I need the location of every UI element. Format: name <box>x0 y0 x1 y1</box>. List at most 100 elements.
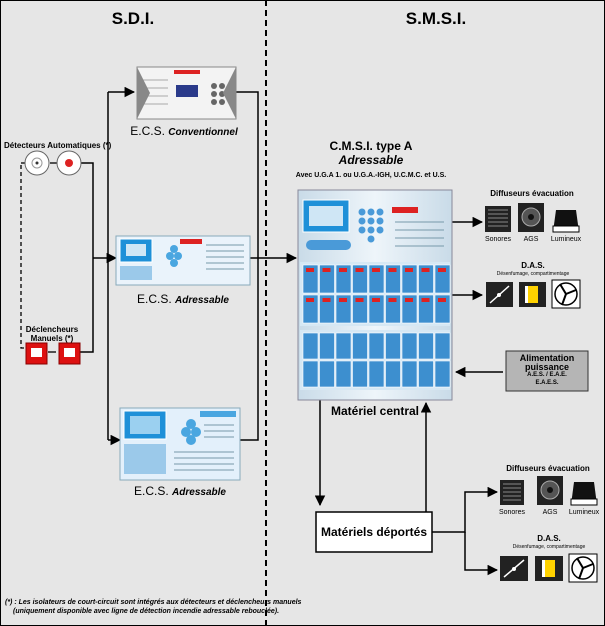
ecs-addressable-label-2: E.C.S. Adressable <box>134 484 226 498</box>
sdi-section-title: S.D.I. <box>111 9 155 28</box>
manual-call-point-1 <box>25 342 48 365</box>
light-flasher-icon <box>552 210 580 233</box>
cmsi-module <box>302 360 319 388</box>
cmsi-module <box>385 360 401 388</box>
cmsi-module <box>319 332 335 360</box>
manual-label-line2: Manuels (*) <box>30 334 74 343</box>
ags-icon <box>518 203 544 232</box>
diffuser-item-ags-2: AGS <box>542 509 558 516</box>
diffusers-title-2: Diffuseurs évacuation <box>506 464 590 473</box>
diffusers-title: Diffuseurs évacuation <box>490 189 574 198</box>
ecs-conv-prefix: E.C.S. <box>130 124 165 138</box>
das-door-icon <box>519 282 546 307</box>
cmsi-module <box>434 360 451 388</box>
das-fan-icon-2 <box>568 553 598 583</box>
diffuser-item-ags: AGS <box>523 236 539 243</box>
ecs-addr1-prefix: E.C.S. <box>137 292 172 306</box>
das-smoke-icon <box>486 282 513 307</box>
cmsi-module-led <box>405 298 413 302</box>
detector-icon-1 <box>24 150 50 176</box>
detector-icon-2 <box>56 150 82 176</box>
cmsi-module-led <box>355 298 364 302</box>
cmsi-module <box>385 332 401 360</box>
central-equipment-label: Matériel central <box>330 404 420 418</box>
power-line3: A.E.S. / E.A.E. <box>527 372 567 378</box>
remote-equipment-box <box>315 511 433 553</box>
footnote-line2: (uniquement disponible avec ligne de dét… <box>13 608 280 615</box>
ecs-addressable-panel-1 <box>115 235 251 286</box>
ecs-addr1-suffix: Adressable <box>175 295 229 306</box>
ecs-conventional-panel <box>136 66 237 120</box>
das-subtitle: Désenfumage, compartimentage <box>496 271 570 277</box>
cmsi-module-led <box>322 268 331 272</box>
cmsi-module <box>352 332 368 360</box>
power-line2: puissance <box>524 362 570 372</box>
smsi-section-title: S.M.S.I. <box>405 9 467 28</box>
remote-equipment-label: Matériels déportés <box>320 525 428 539</box>
detectors-label: Détecteurs Automatiques (*) <box>4 141 112 150</box>
cmsi-module <box>335 360 352 388</box>
detector-loop <box>20 86 136 446</box>
sounder-icon <box>485 206 511 232</box>
light-flasher-icon-2 <box>570 482 598 506</box>
cmsi-module <box>368 332 385 360</box>
cmsi-module-led <box>372 298 380 302</box>
cmsi-module-led <box>388 268 397 272</box>
cmsi-title-line2: Adressable <box>338 153 404 167</box>
diffuser-item-sonores-2: Sonores <box>498 509 526 516</box>
cmsi-module <box>335 332 352 360</box>
diffuser-item-lumineux-2: Lumineux <box>568 509 600 516</box>
cmsi-module-led <box>372 268 380 272</box>
das-title-2: D.A.S. <box>537 534 561 543</box>
ecs-addr2-prefix: E.C.S. <box>134 484 169 498</box>
cmsi-module-led <box>421 298 430 302</box>
cmsi-module-grid <box>302 264 451 388</box>
cmsi-title-line1: C.M.S.I. type A <box>329 139 413 153</box>
cmsi-module-led <box>405 268 413 272</box>
manual-call-point-2 <box>58 342 81 365</box>
footnote-line1: (*) : Les isolateurs de court-circuit so… <box>5 599 302 606</box>
cmsi-module-led <box>339 298 347 302</box>
manual-label-line1: Déclencheurs <box>25 325 79 334</box>
power-line1: Alimentation <box>519 353 575 363</box>
cmsi-module-led <box>322 298 331 302</box>
ecs-conv-suffix: Conventionnel <box>168 127 238 138</box>
cmsi-module-led <box>306 268 314 272</box>
ecs-conventional-label: E.C.S. Conventionnel <box>130 124 237 138</box>
ecs-to-cmsi-lines <box>236 91 298 441</box>
cmsi-output-lines <box>314 216 503 576</box>
das-smoke-icon-2 <box>500 556 528 581</box>
cmsi-module-led <box>306 298 314 302</box>
cmsi-module-led <box>339 268 347 272</box>
ecs-addressable-panel-2 <box>119 407 241 481</box>
cmsi-module <box>319 360 335 388</box>
sounder-icon-2 <box>500 480 524 505</box>
cmsi-module-led <box>421 268 430 272</box>
diffuser-item-sonores: Sonores <box>484 236 512 243</box>
das-fan-icon <box>551 279 581 309</box>
das-door-icon-2 <box>535 556 563 581</box>
diffuser-item-lumineux: Lumineux <box>550 236 582 243</box>
cmsi-module-led <box>355 268 364 272</box>
cmsi-module <box>352 360 368 388</box>
power-line4: E.A.E.S. <box>535 380 559 386</box>
cmsi-module <box>401 360 418 388</box>
cmsi-module-led <box>388 298 397 302</box>
cmsi-module <box>401 332 418 360</box>
ags-icon-2 <box>537 476 563 505</box>
cmsi-module <box>418 332 434 360</box>
cmsi-module <box>368 360 385 388</box>
cmsi-module <box>434 332 451 360</box>
cmsi-module-led <box>438 298 446 302</box>
cmsi-module-led <box>438 268 446 272</box>
das-title: D.A.S. <box>521 261 545 270</box>
cmsi-module <box>418 360 434 388</box>
cmsi-subtitle: Avec U.G.A 1. ou U.G.A.-IGH, U.C.M.C. et… <box>295 172 447 179</box>
power-supply-box <box>505 350 589 392</box>
das-subtitle-2: Désenfumage, compartimentage <box>512 544 586 550</box>
cmsi-module <box>302 332 319 360</box>
ecs-addressable-label-1: E.C.S. Adressable <box>137 292 229 306</box>
ecs-addr2-suffix: Adressable <box>172 487 226 498</box>
